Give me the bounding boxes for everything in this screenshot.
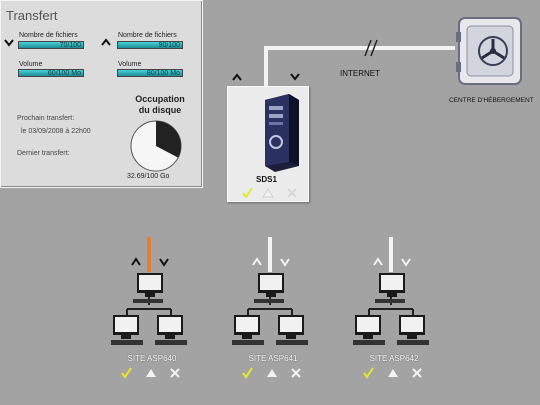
- last-transfer-label: Dernier transfert:: [17, 150, 70, 157]
- volume-label-left: Volume: [19, 61, 43, 68]
- volume-meter-left: 60/100 Mo: [18, 69, 84, 77]
- files-label-left: Nombre de fichiers: [19, 32, 78, 39]
- computer-network-icon: [232, 273, 308, 345]
- disk-title-line2: du disque: [138, 105, 182, 115]
- hosting-center-label: CENTRE D'HÉBERGEMENT: [449, 97, 534, 104]
- warning-icon: [267, 369, 277, 377]
- close-icon: [287, 188, 297, 198]
- disk-usage-value: 32.69/100 Go: [127, 173, 170, 180]
- link-break-mark: [364, 39, 372, 57]
- files-meter-left: 70/100: [18, 41, 84, 49]
- files-label-right: Nombre de fichiers: [118, 32, 177, 39]
- next-transfer-label: Prochain transfert:: [17, 115, 75, 122]
- server-panel[interactable]: SDS1: [227, 73, 309, 202]
- internet-label: INTERNET: [340, 69, 380, 78]
- download-arrow-icon: [401, 258, 411, 267]
- transfer-arrows: [373, 257, 411, 267]
- warning-icon: [262, 188, 274, 198]
- transfer-arrows: [252, 257, 290, 267]
- check-icon: [242, 187, 253, 199]
- site-status-icons: [121, 367, 180, 379]
- close-icon: [170, 368, 180, 378]
- site-label: SITE ASP641: [248, 354, 298, 363]
- disk-title: Occupation du disque: [125, 94, 195, 116]
- server-status-icons: [242, 187, 297, 199]
- warning-icon: [146, 369, 156, 377]
- chevron-down-icon: [4, 39, 14, 47]
- site-status-icons: [363, 367, 422, 379]
- upload-arrow-icon: [252, 257, 262, 266]
- upload-arrow-icon: [131, 257, 141, 266]
- close-icon: [412, 368, 422, 378]
- check-icon: [242, 367, 253, 379]
- check-icon: [363, 367, 374, 379]
- server-tower-icon: [265, 94, 299, 172]
- computer-network-icon: [353, 273, 429, 345]
- site-cluster[interactable]: SITE ASP641: [228, 255, 312, 385]
- disk-used-slice: [156, 121, 181, 158]
- transfer-arrows: [131, 257, 169, 267]
- close-icon: [291, 368, 301, 378]
- next-transfer-value: le 03/09/2008 à 22h00: [21, 128, 91, 135]
- site-label: SITE ASP640: [127, 354, 177, 363]
- disk-title-line1: Occupation: [135, 94, 185, 104]
- check-icon: [121, 367, 132, 379]
- computer-network-icon: [111, 273, 187, 345]
- chevron-up-icon: [101, 38, 111, 46]
- site-label: SITE ASP642: [369, 354, 419, 363]
- site-cluster[interactable]: SITE ASP642: [349, 255, 433, 385]
- disk-usage-pie: [130, 120, 182, 172]
- transfer-panel: Transfert Nombre de fichiers 70/100 Volu…: [0, 0, 203, 188]
- volume-meter-right: 80/100 Mo: [117, 69, 183, 77]
- download-arrow-icon: [290, 73, 300, 81]
- site-cluster[interactable]: SITE ASP640: [107, 255, 191, 385]
- site-status-icons: [242, 367, 301, 379]
- panel-title: Transfert: [6, 8, 58, 23]
- warning-icon: [388, 369, 398, 377]
- volume-label-right: Volume: [118, 61, 142, 68]
- files-meter-right: 90/100: [117, 41, 183, 49]
- download-arrow-icon: [159, 258, 169, 267]
- upload-arrow-icon: [232, 73, 242, 81]
- upload-arrow-icon: [373, 257, 383, 266]
- download-arrow-icon: [280, 258, 290, 267]
- vault-safe-icon[interactable]: [453, 14, 527, 90]
- server-label: SDS1: [256, 175, 277, 184]
- link-break-mark: [370, 39, 378, 57]
